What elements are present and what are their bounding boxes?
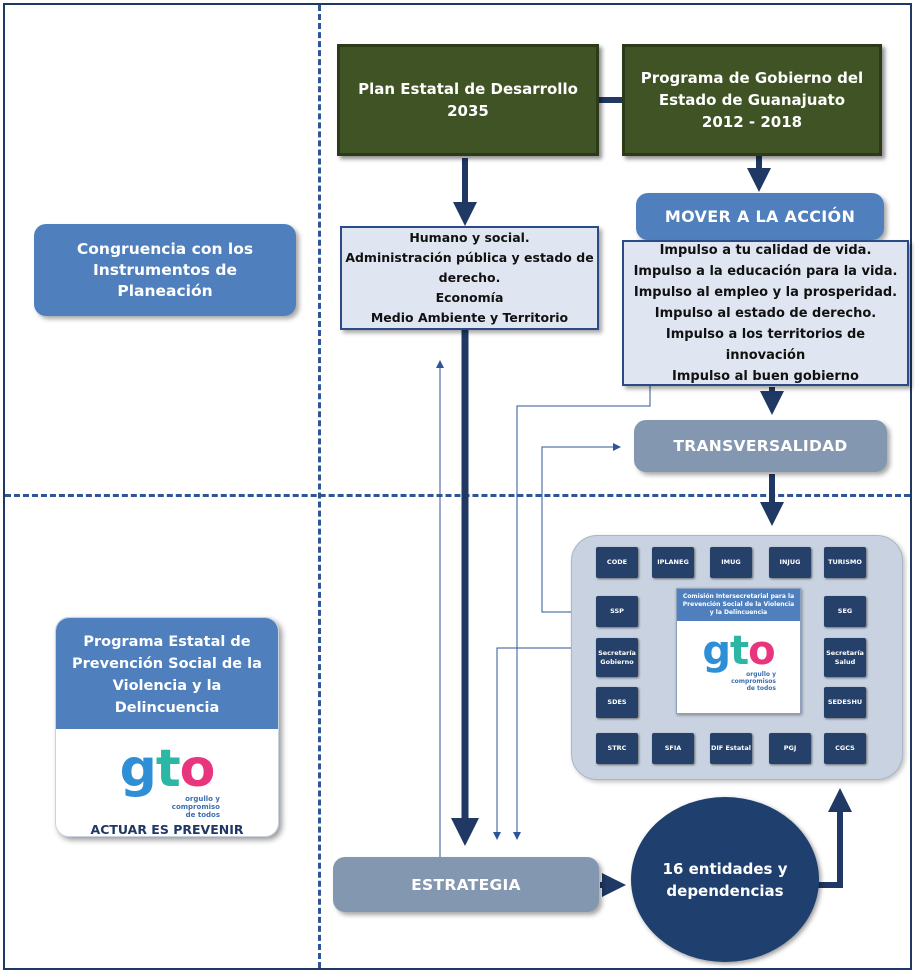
thin-arrow-gobierno-to-estrategia: [493, 647, 603, 840]
entidades-line-1: 16 entidades y: [662, 859, 788, 878]
programa-gobierno-box: Programa de Gobierno del Estado de Guana…: [622, 44, 882, 156]
entity-sfia: SFIA: [652, 733, 694, 764]
ejes-plan-box: Humano y social. Administración pública …: [340, 226, 599, 330]
programa-logo: gto: [56, 729, 278, 795]
congruencia-line-2: Instrumentos de: [92, 260, 238, 279]
gto-logo-small: gto: [702, 628, 775, 674]
horizontal-section-divider: [5, 494, 910, 497]
programa-estatal-line-1: Programa Estatal de: [83, 634, 251, 650]
plan-estatal-box: Plan Estatal de Desarrollo 2035: [337, 44, 599, 156]
comision-title-line-3: y la Delincuencia: [709, 609, 768, 616]
entidades-line-2: dependencias: [666, 881, 784, 900]
entity-secretaria-gobierno: Secretaría Gobierno: [596, 638, 638, 677]
impulso-6: Impulso al buen gobierno: [672, 368, 859, 384]
gto-logo: gto: [119, 739, 216, 799]
transversalidad-pill: TRANSVERSALIDAD: [634, 420, 887, 472]
comision-logo: gto: [677, 621, 800, 671]
vertical-column-divider: [318, 5, 321, 968]
impulso-1: Impulso a tu calidad de vida.: [659, 242, 872, 258]
entity-strc: STRC: [596, 733, 638, 764]
entity-turismo: TURISMO: [824, 547, 866, 578]
programa-tagline: orgullo y compromiso de todos: [56, 795, 278, 819]
entity-imug: IMUG: [710, 547, 752, 578]
entity-injug: INJUG: [769, 547, 811, 578]
programa-gobierno-line-1: Programa de Gobierno del: [640, 69, 864, 87]
comision-tagline-2: compromisos: [731, 678, 776, 685]
plan-estatal-line-2: 2035: [447, 102, 489, 120]
ejes-line-3: derecho.: [438, 270, 501, 285]
impulsos-box: Impulso a tu calidad de vida. Impulso a …: [622, 240, 909, 386]
ejes-line-1: Humano y social.: [409, 230, 530, 245]
ejes-line-5: Medio Ambiente y Territorio: [370, 310, 569, 325]
entity-sedeshu: SEDESHU: [824, 687, 866, 718]
ejes-line-4: Economía: [435, 290, 504, 305]
ejes-line-2: Administración pública y estado de: [345, 250, 594, 265]
entity-pgj: PGJ: [769, 733, 811, 764]
outer-frame: [3, 3, 912, 970]
comision-title-line-1: Comisión Intersecretarial para la: [682, 593, 795, 600]
entity-cgcs: CGCS: [824, 733, 866, 764]
entity-ssp: SSP: [596, 596, 638, 627]
entidades-circle: 16 entidades y dependencias: [631, 797, 819, 962]
entity-code: CODE: [596, 547, 638, 578]
programa-tagline-2: compromiso: [171, 803, 220, 811]
impulso-3: Impulso al empleo y la prosperidad.: [633, 284, 898, 300]
comision-tagline: orgullo y compromisos de todos: [677, 671, 800, 692]
plan-estatal-line-1: Plan Estatal de Desarrollo: [358, 80, 578, 98]
programa-estatal-line-2: Prevención Social de la: [72, 656, 262, 672]
programa-estatal-line-3: Violencia y la Delincuencia: [112, 678, 222, 716]
comision-card: Comisión Intersecretarial para la Preven…: [676, 588, 801, 714]
programa-gobierno-line-3: 2012 - 2018: [701, 113, 803, 131]
arrow-circle-to-panel: [814, 788, 852, 888]
programa-tagline-3: de todos: [185, 811, 220, 819]
congruencia-line-3: Planeación: [117, 281, 213, 300]
comision-tagline-3: de todos: [746, 685, 776, 692]
entity-seg: SEG: [824, 596, 866, 627]
entity-secretaria-salud: Secretaría Salud: [824, 638, 866, 677]
comision-tagline-1: orgullo y: [746, 671, 776, 678]
congruencia-line-1: Congruencia con los: [76, 239, 254, 258]
comision-title-line-2: Prevención Social de la Violencia: [682, 601, 795, 608]
lema-text: ACTUAR ES PREVENIR: [90, 822, 244, 837]
entity-iplaneg: IPLANEG: [652, 547, 694, 578]
impulso-2: Impulso a la educación para la vida.: [633, 263, 898, 279]
comision-title: Comisión Intersecretarial para la Preven…: [677, 589, 800, 621]
programa-tagline-1: orgullo y: [185, 795, 220, 803]
estrategia-pill: ESTRATEGIA: [333, 857, 599, 912]
impulso-5: Impulso a los territorios de innovación: [665, 326, 866, 363]
programa-gobierno-line-2: Estado de Guanajuato: [658, 91, 846, 109]
mover-accion-pill: MOVER A LA ACCIÓN: [636, 193, 884, 240]
programa-estatal-card: Programa Estatal de Prevención Social de…: [55, 617, 279, 837]
impulso-4: Impulso al estado de derecho.: [654, 305, 877, 321]
thin-arrow-impulsos-to-estrategia: [513, 368, 651, 840]
programa-estatal-title: Programa Estatal de Prevención Social de…: [56, 618, 278, 729]
entity-dif-estatal: DIF Estatal: [710, 733, 752, 764]
entity-sdes: SDES: [596, 687, 638, 718]
congruencia-pill: Congruencia con los Instrumentos de Plan…: [34, 224, 296, 316]
